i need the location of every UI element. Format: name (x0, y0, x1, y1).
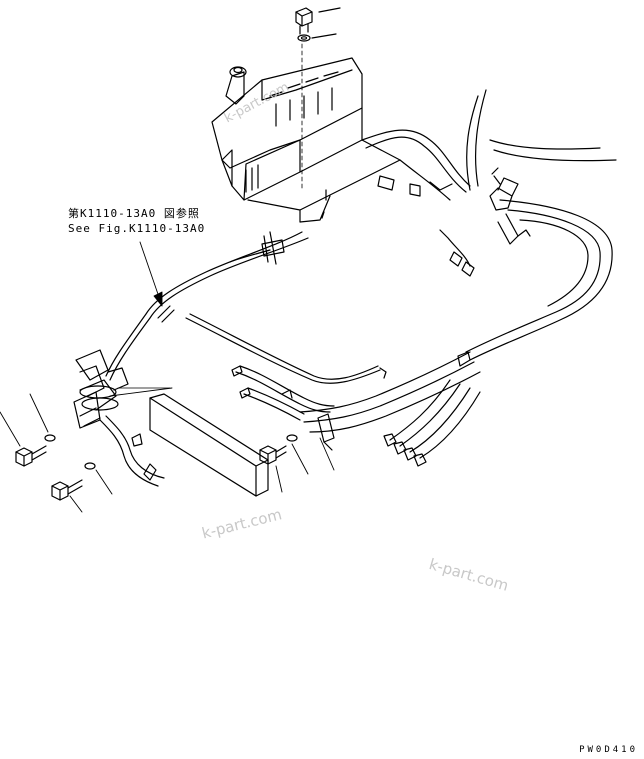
upper-right-connectors (377, 167, 531, 277)
drawing-code: PW0D410 (579, 745, 638, 755)
main-harness (105, 89, 617, 467)
hose-lines (231, 365, 335, 421)
left-bracket-assembly (73, 349, 171, 487)
top-bolt (295, 7, 341, 191)
mounting-plate (149, 393, 269, 497)
controller-unit (211, 57, 401, 223)
left-bolts (15, 434, 96, 501)
leader-lines (0, 241, 335, 513)
reference-label-japanese: 第K1110-13A0 図参照 (68, 207, 200, 220)
reference-label-english: See Fig.K1110-13A0 (68, 222, 206, 235)
center-bolts (259, 434, 298, 465)
